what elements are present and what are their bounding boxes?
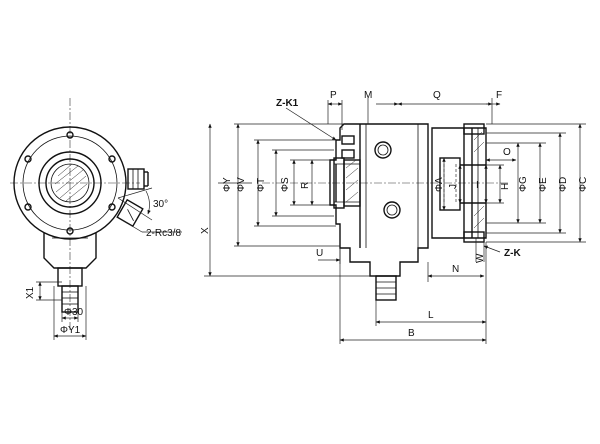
phi-e-label: ΦE [538, 177, 549, 192]
o-label: O [503, 147, 511, 158]
u-label: U [316, 248, 323, 259]
r-label: R [300, 182, 311, 189]
phi-d-label: ΦD [558, 177, 569, 192]
mount-hole [108, 203, 116, 211]
angle-label: 30° [153, 199, 168, 210]
b-label: B [408, 328, 415, 339]
m-label: M [364, 90, 372, 101]
port-upper [374, 141, 392, 159]
front-view: 30° 2-Rc3/8 X1 Φ30 ΦY1 [10, 98, 182, 340]
phi-v-label: ΦV [236, 177, 247, 192]
n-label: N [452, 264, 459, 275]
j-label: J [448, 184, 459, 189]
drain-pipe [61, 285, 79, 313]
x1-label: X1 [25, 286, 36, 299]
phi-y-label: ΦY [222, 177, 233, 192]
thread-label: 2-Rc3/8 [146, 228, 181, 239]
fitting-upper [127, 168, 149, 190]
l-label: L [428, 310, 434, 321]
q-label: Q [433, 90, 441, 101]
z-k-label: Z-K [504, 248, 521, 259]
phi-t-label: ΦT [256, 178, 267, 192]
mount-hole [66, 227, 74, 235]
w-label: W [475, 253, 486, 263]
housing-body [329, 123, 429, 277]
phi-y1-label: ΦY1 [60, 325, 81, 336]
mount-hole [24, 155, 32, 163]
mount-hole [108, 155, 116, 163]
z-k1-label: Z-K1 [276, 98, 299, 109]
port-lower [383, 201, 401, 219]
mount-hole [24, 203, 32, 211]
i-label: I [476, 180, 479, 191]
fitting-lower [116, 198, 144, 228]
phi-s-label: ΦS [280, 177, 291, 192]
p-label: P [330, 90, 337, 101]
phi-c-label: ΦC [578, 177, 589, 192]
mount-hole [66, 131, 74, 139]
flange-body [431, 127, 487, 239]
phi-g-label: ΦG [518, 176, 529, 192]
phi-a-label: ΦA [434, 177, 445, 192]
side-view: Z-K1 P M Q F O ΦY ΦV ΦT ΦS R ΦA J I H ΦG… [200, 90, 589, 344]
shaft-bore-circle [45, 158, 95, 208]
phi30-label: Φ30 [64, 307, 84, 318]
outer-flange-circle [13, 126, 127, 240]
x-label: X [200, 227, 211, 234]
f-label: F [496, 90, 502, 101]
h-label: H [500, 183, 511, 190]
